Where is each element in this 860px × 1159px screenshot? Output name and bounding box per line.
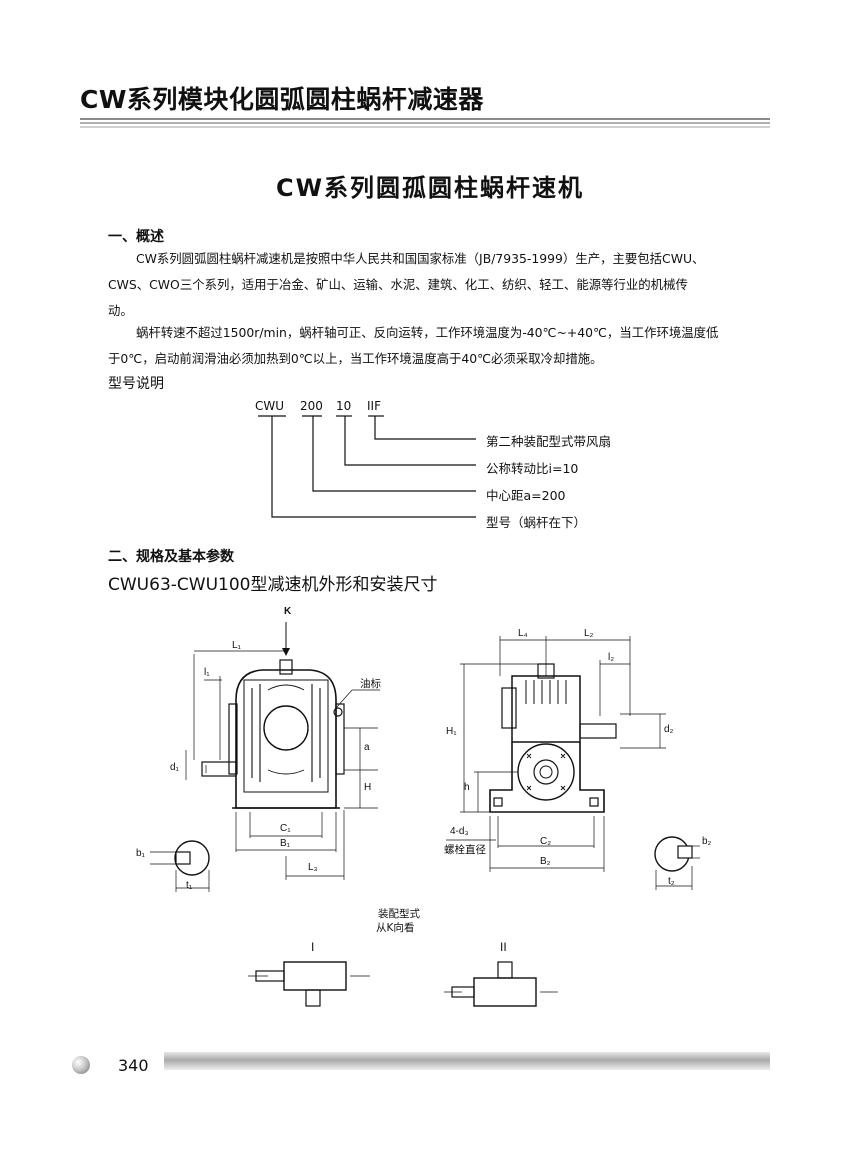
label-form-2: II <box>500 940 507 954</box>
label-form-1: I <box>311 940 315 954</box>
model-explanation-heading: 型号说明 <box>108 376 164 392</box>
model-code-assembly: IIF <box>367 399 381 413</box>
label-oil-mark: 油标 <box>360 678 381 690</box>
para2-line1: 蜗杆转速不超过1500r/min，蜗杆轴可正、反向运转，工作环境温度为-40℃~… <box>136 325 719 340</box>
para1-line3: 动。 <box>108 303 133 318</box>
label-b1-small: b₁ <box>136 848 145 859</box>
footer-bullet-icon <box>72 1056 90 1074</box>
label-bolt-count: 4-d₃ <box>450 826 469 837</box>
label-l1-small: l₁ <box>204 667 210 678</box>
overview-paragraph-2: 蜗杆转速不超过1500r/min，蜗杆轴可正、反向运转，工作环境温度为-40℃~… <box>108 320 788 372</box>
overview-paragraph-1: CW系列圆弧圆柱蜗杆减速机是按照中华人民共和国国家标准（JB/7935-1999… <box>108 246 788 324</box>
label-h1: H₁ <box>446 726 457 737</box>
para2-line2: 于0℃，启动前润滑油必须加热到0℃以上，当工作环境温度高于40℃必须采取冷却措施… <box>108 351 603 366</box>
section-specs-heading: 二、规格及基本参数 <box>108 549 234 565</box>
label-t1: t₁ <box>186 880 193 891</box>
specs-subheading: CWU63-CWU100型减速机外形和安装尺寸 <box>108 575 438 595</box>
label-l1: L₁ <box>232 640 241 651</box>
label-l3: L₃ <box>308 862 318 873</box>
assembly-form-2-drawing <box>444 961 558 1007</box>
front-view-drawing <box>150 622 380 892</box>
label-k: K <box>284 606 292 617</box>
label-assembly-view: 从K向看 <box>376 922 415 934</box>
model-code-center-distance: 200 <box>300 399 323 413</box>
page-number: 340 <box>118 1056 149 1075</box>
model-desc-assembly: 第二种装配型式带风扇 <box>486 434 612 449</box>
side-view-drawing <box>446 636 700 890</box>
label-bolt-diameter: 螺栓直径 <box>444 844 486 856</box>
label-b1: B₁ <box>280 838 291 849</box>
model-code-leaders <box>258 415 476 518</box>
para1-line2: CWS、CWO三个系列，适用于冶金、矿山、运输、水泥、建筑、化工、纺织、轻工、能… <box>108 277 688 292</box>
model-code-ratio: 10 <box>336 399 352 413</box>
assembly-form-1-drawing <box>248 961 370 1007</box>
label-a: a <box>364 742 370 753</box>
label-h-small: h <box>464 782 470 793</box>
label-l2-small: l₂ <box>608 652 615 663</box>
label-d2: d₂ <box>664 724 674 735</box>
label-d1: d₁ <box>170 762 179 773</box>
section-overview-heading: 一、概述 <box>108 229 164 245</box>
label-c1: C₁ <box>280 823 291 834</box>
model-code-series: CWU <box>255 399 285 413</box>
label-t2: t₂ <box>668 876 675 887</box>
model-desc-type: 型号（蜗杆在下） <box>486 515 587 530</box>
label-h: H <box>364 782 372 793</box>
label-b2-small: b₂ <box>702 836 712 847</box>
label-c2: C₂ <box>540 836 552 847</box>
label-l2: L₂ <box>584 628 594 639</box>
label-assembly-title: 装配型式 <box>378 908 420 920</box>
footer-bar <box>164 1052 770 1070</box>
header-rule <box>80 118 770 128</box>
label-l4: L₄ <box>518 628 528 639</box>
model-desc-center-distance: 中心距a=200 <box>486 488 566 503</box>
model-desc-ratio: 公称转动比i=10 <box>486 461 579 476</box>
label-b2: B₂ <box>540 856 551 867</box>
document-title: CW系列圆孤圆柱蜗杆速机 <box>275 174 585 202</box>
para1-line1: CW系列圆弧圆柱蜗杆减速机是按照中华人民共和国国家标准（JB/7935-1999… <box>136 251 705 266</box>
header-title: CW系列模块化圆弧圆柱蜗杆减速器 <box>80 85 484 114</box>
